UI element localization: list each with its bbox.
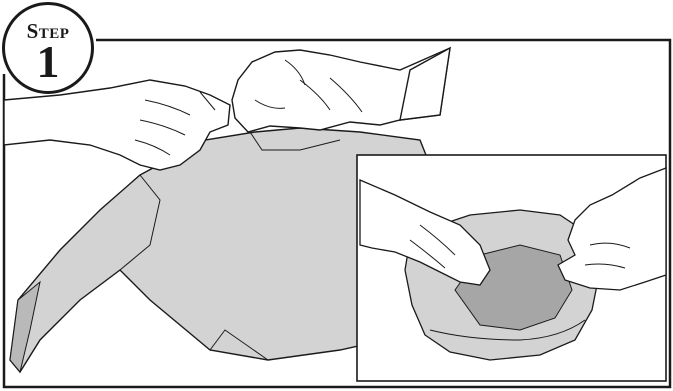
right-hand [232, 48, 450, 132]
step-number: 1 [5, 39, 91, 85]
step-badge: Step 1 [2, 2, 94, 94]
